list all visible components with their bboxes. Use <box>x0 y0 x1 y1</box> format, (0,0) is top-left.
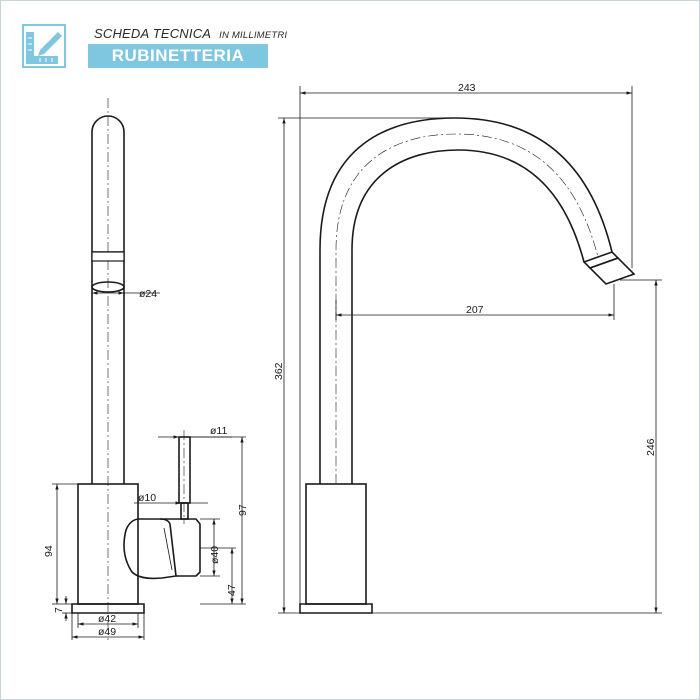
dim-label-lever-axis: 47 <box>226 584 238 596</box>
front-body <box>305 483 367 605</box>
dim-label-body-height: 94 <box>43 545 55 557</box>
dim-label-lever-diameter: ø11 <box>210 425 227 437</box>
spout-centerline <box>335 133 599 484</box>
lever-stem <box>180 502 189 520</box>
category-label: RUBINETTERIA <box>111 46 245 65</box>
lever-handle <box>178 436 191 504</box>
header-title: SCHEDA TECNICA IN MILLIMETRI <box>94 26 287 41</box>
dim-label-base-thickness: 7 <box>53 607 65 613</box>
ruler-pencil-icon <box>22 24 66 68</box>
lever-edge <box>163 527 173 571</box>
dim-label-spout-reach: 207 <box>466 304 484 316</box>
dim-label-lever-height: 97 <box>237 504 249 516</box>
dim-label-outlet-height: 246 <box>645 438 657 456</box>
subtitle-text: IN MILLIMETRI <box>219 30 288 41</box>
front-view: 243 207 362 246 <box>273 82 662 614</box>
spout-tube <box>91 115 125 484</box>
dim-label-total-height: 362 <box>273 362 285 380</box>
spout-outer <box>319 117 613 484</box>
front-base-plate <box>299 603 373 614</box>
dim-label-base-inner: ø42 <box>98 613 116 625</box>
dim-label-total-width: 243 <box>458 82 476 94</box>
outlet-aerator <box>588 257 636 285</box>
title-text: SCHEDA TECNICA <box>94 26 212 41</box>
dim-label-base-outer: ø49 <box>98 626 116 638</box>
side-view: ø24 ø11 ø10 97 ø40 47 94 7 <box>43 98 249 640</box>
aerator-ring <box>91 251 125 262</box>
lever-cartridge <box>123 518 177 580</box>
dim-label-body-diameter: ø40 <box>209 546 221 564</box>
spout-inner <box>351 149 585 484</box>
category-band: RUBINETTERIA <box>88 44 268 68</box>
lever-housing <box>160 518 201 577</box>
header: SCHEDA TECNICA IN MILLIMETRI RUBINETTERIA <box>22 22 287 70</box>
dim-label-spout-diameter: ø24 <box>139 288 157 300</box>
dim-label-stem-diameter: ø10 <box>138 492 156 504</box>
